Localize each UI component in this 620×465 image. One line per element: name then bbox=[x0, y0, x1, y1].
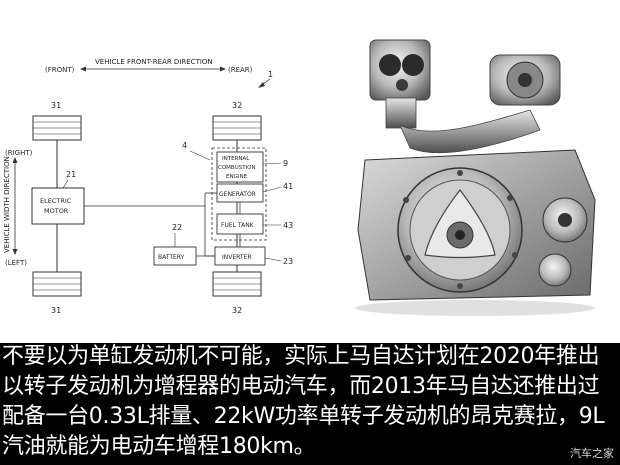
battery-label: BATTERY bbox=[158, 254, 185, 261]
generator-label: GENERATOR bbox=[219, 191, 256, 198]
left-label: (LEFT) bbox=[5, 259, 27, 267]
right-label: (RIGHT) bbox=[5, 149, 33, 157]
caption-line-4: 汽油就能为电动车增程180km。 bbox=[2, 434, 316, 459]
engine-label-1: INTERNAL bbox=[222, 156, 250, 162]
caption-line-1: 不要以为单缸发动机不可能，实际上马自达计划在2020年推出 bbox=[2, 344, 600, 369]
generator-ref: 41 bbox=[283, 182, 293, 191]
engine-box bbox=[216, 151, 264, 183]
fuel-tank-label: FUEL TANK bbox=[221, 222, 255, 229]
power-unit-dashed-box bbox=[211, 147, 267, 241]
electric-motor-label-2: MOTOR bbox=[44, 207, 69, 215]
wheel-front-top-ref: 31 bbox=[51, 101, 61, 110]
autohome-watermark: 汽车之家 bbox=[570, 447, 614, 460]
rotary-engine-image bbox=[355, 39, 596, 316]
fuel-tank-ref: 43 bbox=[283, 221, 293, 230]
battery-ref: 22 bbox=[172, 223, 182, 232]
electric-motor-ref: 21 bbox=[66, 170, 76, 179]
wheel-rear-top-ref: 32 bbox=[232, 101, 242, 110]
wheel-front-top bbox=[32, 115, 82, 141]
engine-label-3: ENGINE bbox=[226, 174, 248, 180]
ref-vehicle: 1 bbox=[268, 70, 273, 79]
front-rear-direction-label: VEHICLE FRONT-REAR DIRECTION bbox=[95, 58, 213, 66]
inverter-ref: 23 bbox=[283, 257, 293, 266]
electric-motor-label-1: ELECTRIC bbox=[40, 197, 72, 205]
electric-motor-box bbox=[31, 187, 85, 225]
wheel-rear-top bbox=[212, 115, 262, 141]
patent-diagram: VEHICLE FRONT-REAR DIRECTION (FRONT) (RE… bbox=[3, 58, 293, 315]
wheel-rear-bottom bbox=[212, 271, 262, 297]
engine-ref: 9 bbox=[283, 159, 288, 168]
inverter-label: INVERTER bbox=[222, 254, 252, 261]
engine-label-2: COMBUSTION bbox=[218, 165, 256, 171]
rear-label: (REAR) bbox=[228, 66, 253, 74]
wheel-front-bottom bbox=[32, 271, 82, 297]
power-unit-ref: 4 bbox=[182, 141, 187, 150]
caption-line-2: 以转子发动机为增程器的电动汽车，而2013年马自达还推出过 bbox=[2, 374, 600, 399]
caption-line-3: 配备一台0.33L排量、22kW功率单转子发动机的昂克赛拉，9L bbox=[2, 404, 605, 429]
wheel-front-bottom-ref: 31 bbox=[51, 306, 61, 315]
caption-band: 不要以为单缸发动机不可能，实际上马自达计划在2020年推出 以转子发动机为增程器… bbox=[0, 343, 620, 465]
wheel-rear-bottom-ref: 32 bbox=[232, 306, 242, 315]
front-label: (FRONT) bbox=[45, 66, 75, 74]
width-direction-label: VEHICLE WIDTH DIRECTION bbox=[3, 156, 11, 253]
